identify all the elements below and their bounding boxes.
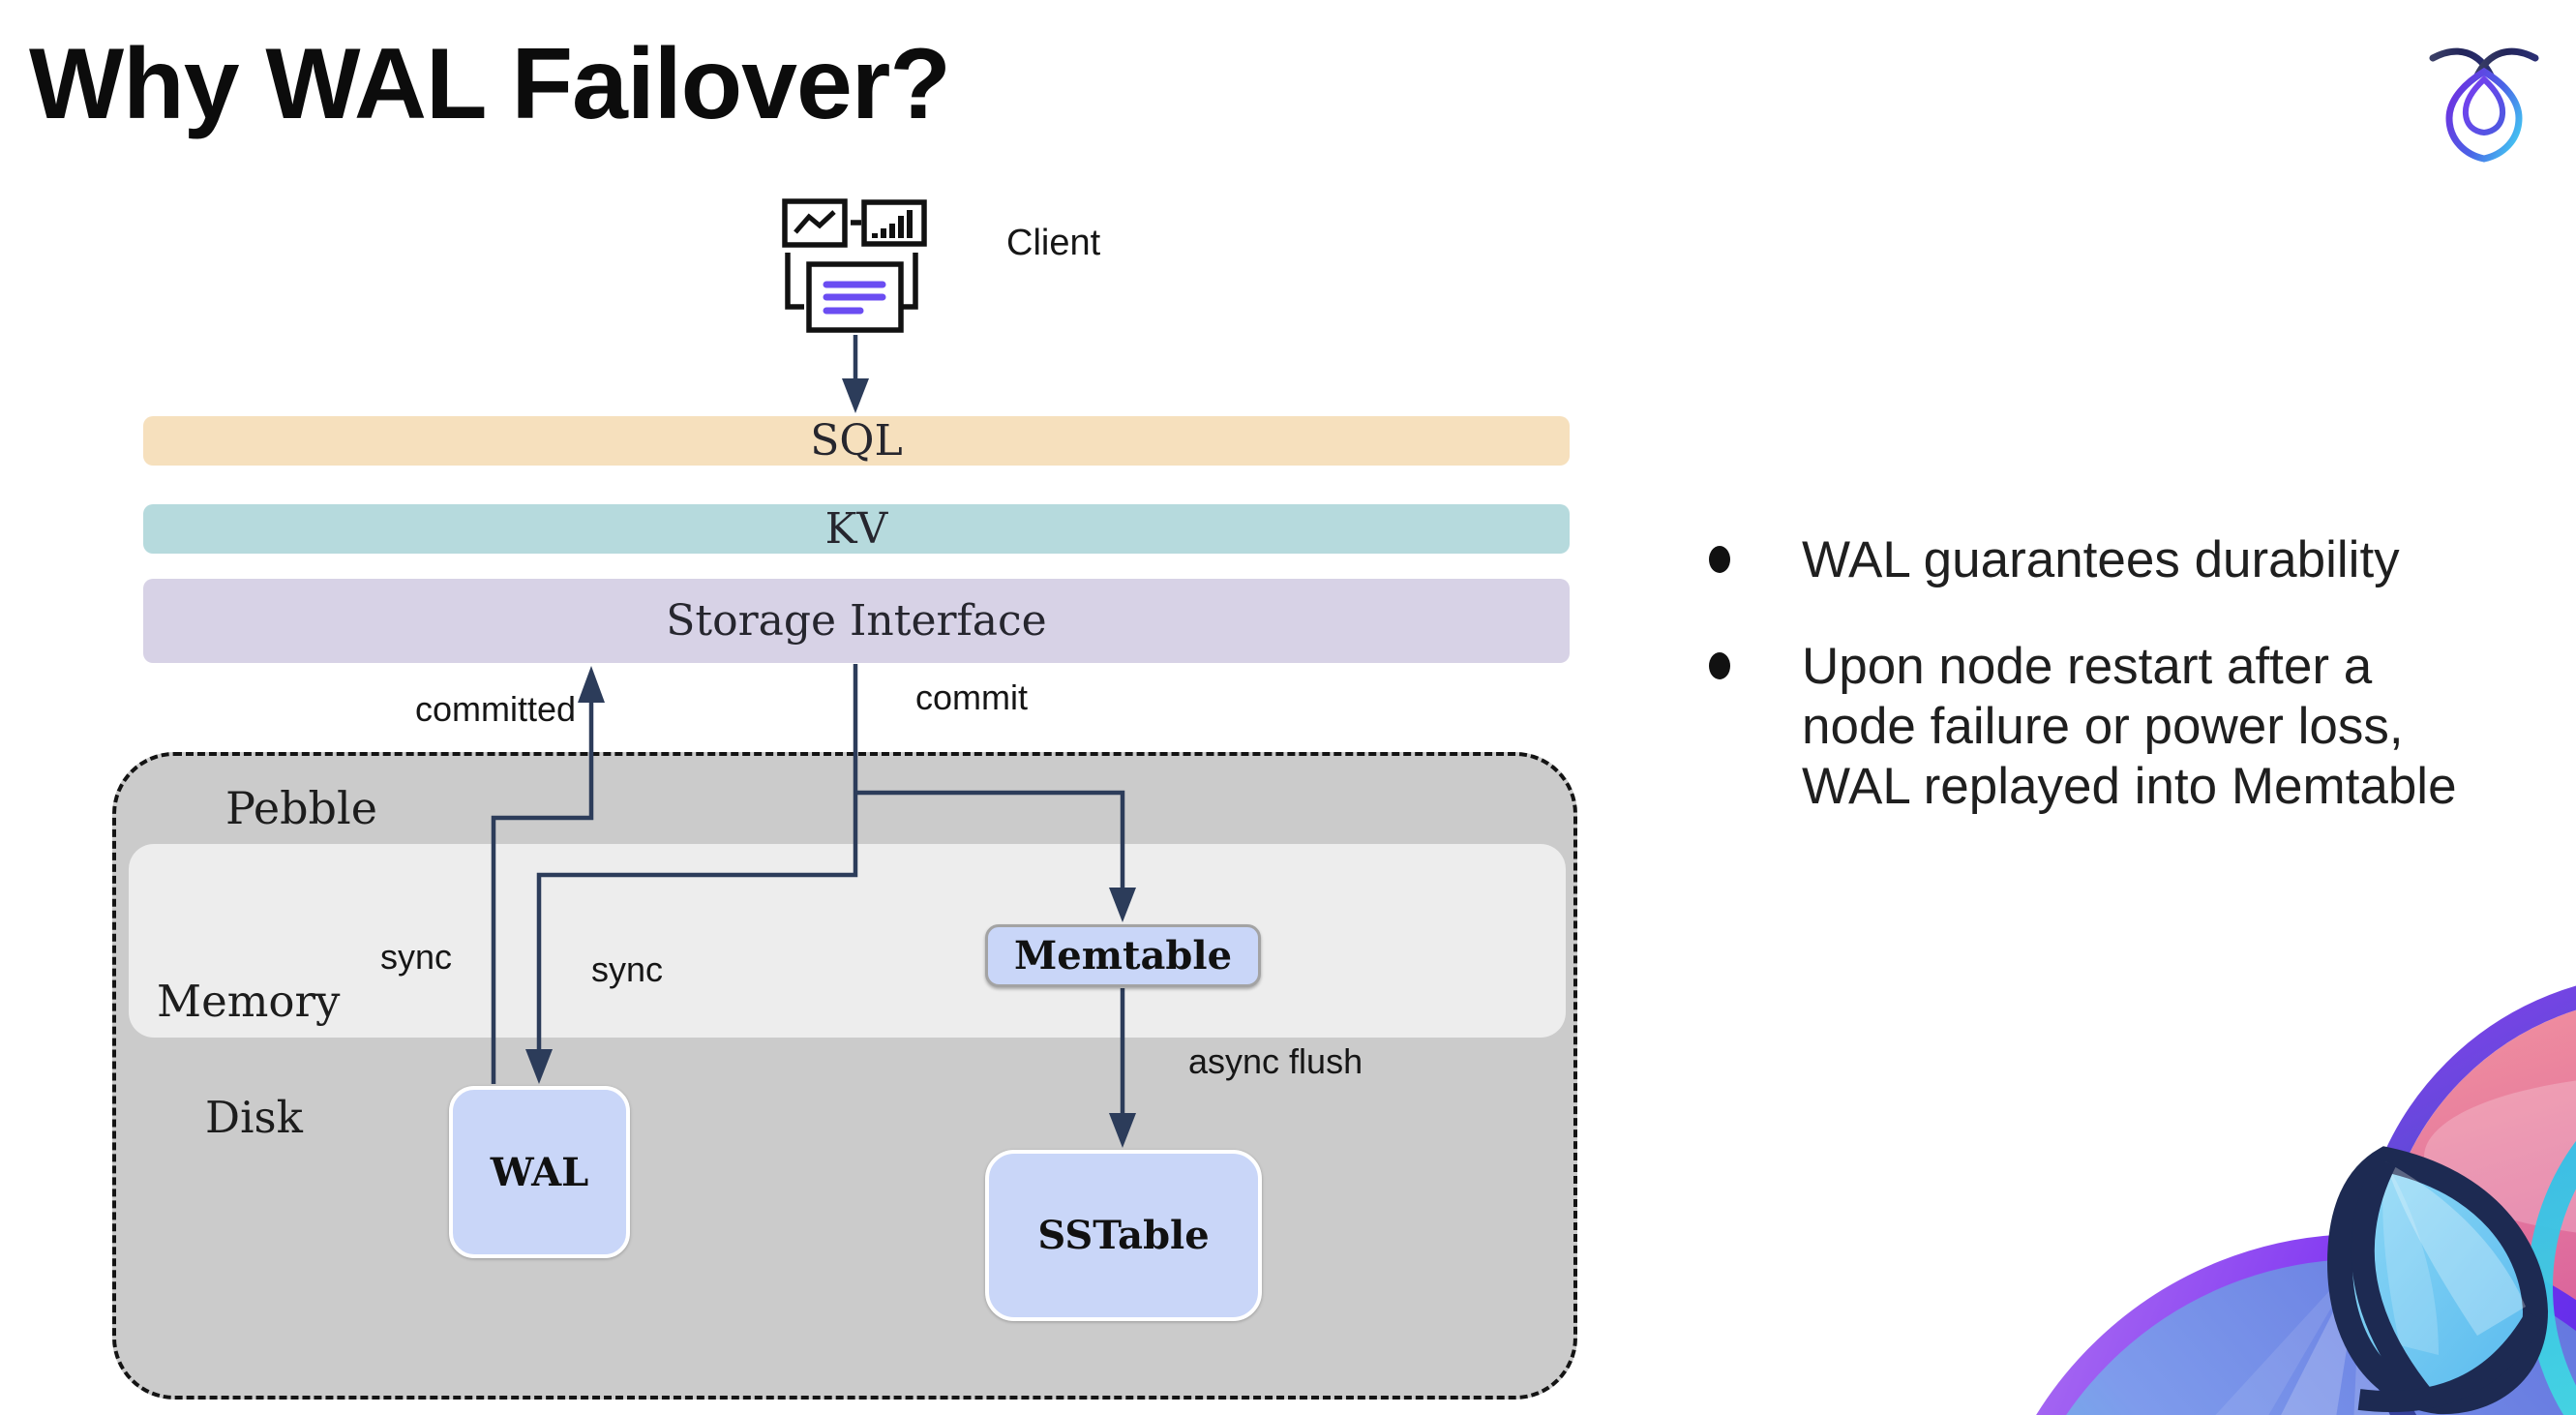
arrowhead-client-to-sql — [842, 378, 869, 413]
bullet-text: Upon node restart after a node failure o… — [1802, 638, 2457, 815]
bullet-item: Upon node restart after a node failure o… — [1695, 637, 2547, 817]
edge-label-async-flush: async flush — [1188, 1041, 1363, 1081]
page-title: Why WAL Failover? — [29, 28, 951, 140]
node-memtable: Memtable — [985, 924, 1261, 987]
bullet-dot — [1709, 652, 1730, 679]
cockroach-brand-graphic — [2036, 985, 2576, 1415]
memory-label: Memory — [157, 976, 341, 1027]
disk-label: Disk — [205, 1092, 303, 1143]
pebble-label: Pebble — [225, 782, 377, 834]
layer-bar-storage-label: Storage Interface — [666, 596, 1047, 646]
bullet-dot — [1709, 546, 1730, 573]
leaf-motif — [2326, 1146, 2549, 1415]
layer-bar-storage-interface: Storage Interface — [143, 579, 1570, 663]
bullet-list: WAL guarantees durability Upon node rest… — [1695, 530, 2547, 863]
edge-label-committed: committed — [414, 689, 576, 729]
layer-bar-kv: KV — [143, 504, 1570, 554]
node-memtable-label: Memtable — [1013, 933, 1233, 978]
layer-bar-sql: SQL — [143, 416, 1570, 466]
bullet-item: WAL guarantees durability — [1695, 530, 2547, 590]
edge-label-sync-left: sync — [379, 937, 453, 977]
node-sstable: SSTable — [985, 1150, 1262, 1321]
node-wal-label: WAL — [490, 1149, 589, 1195]
layer-bar-sql-label: SQL — [810, 416, 903, 466]
client-icon — [782, 198, 927, 333]
bullet-text: WAL guarantees durability — [1802, 531, 2400, 588]
edge-label-commit: commit — [915, 677, 1028, 717]
cockroach-logo-icon — [2429, 47, 2539, 163]
edge-label-sync-right: sync — [590, 949, 664, 989]
node-wal: WAL — [449, 1086, 630, 1258]
memory-region — [129, 844, 1566, 1038]
arrowhead-committed — [578, 666, 605, 703]
node-sstable-label: SSTable — [1037, 1213, 1210, 1258]
client-label: Client — [1006, 223, 1101, 263]
layer-bar-kv-label: KV — [824, 504, 888, 554]
